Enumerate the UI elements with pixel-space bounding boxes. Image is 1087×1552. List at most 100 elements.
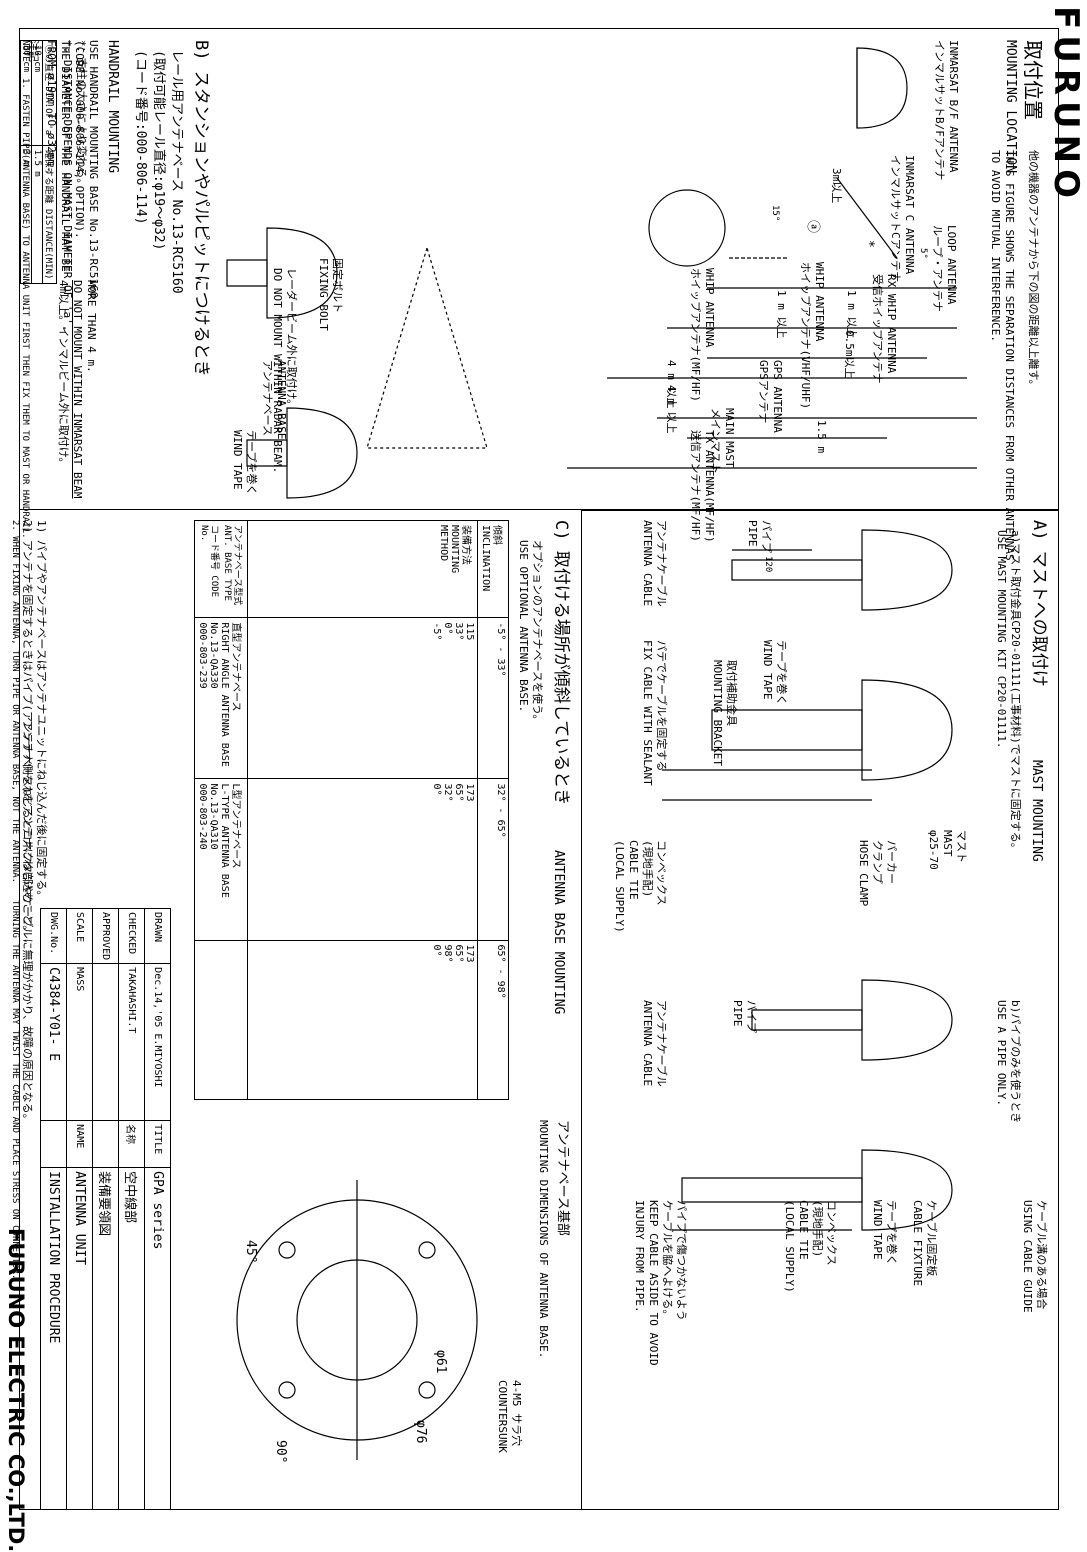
mast-diameter-label: φ25-70 <box>927 830 940 870</box>
blank-cell <box>40 1120 67 1168</box>
blank-cell <box>92 1120 119 1168</box>
handrail-en3: THE DIAMETER OF THE HANDRAIL MAY BE <box>59 40 72 272</box>
pipe-only-pipe-jp: パイプ <box>745 1000 758 1033</box>
base-hole-2 <box>419 1382 435 1398</box>
cable-guide-title-en: USING CABLE GUIDE <box>1021 1200 1034 1313</box>
cable-tie-label-jp2: (現地手配) <box>641 840 654 898</box>
pipe-only-title-jp: b)パイプのみを使うとき <box>1009 1000 1022 1124</box>
table-row: DWG.No. C4384-Y01- E INSTALLATION PROCED… <box>40 908 67 1510</box>
cable-guide-tape-en: WIND TAPE <box>871 1200 884 1260</box>
method-1-dim: 115 <box>464 622 475 641</box>
base-type-header: アンテナベース型式 ANT. BASE TYPE コード番号 CODE No. <box>194 520 248 618</box>
method-cell-1: 115 33° 0° -5° <box>247 617 478 779</box>
location-desc-en1: THIS FIGURE SHOWS THE SEPARATION DISTANC… <box>1003 150 1016 561</box>
mast-cable-label-en: ANTENNA CABLE <box>641 520 654 607</box>
mast-tape-label-jp: テープを巻く <box>775 640 788 706</box>
handrail-en1: USE HANDRAIL MOUNTING BASE No.13-RC5160 <box>87 40 100 299</box>
notes-jp1: 1) パイプやアンテナベースはアンテナユニットにねじ込んだ後に固定する。 <box>35 520 48 902</box>
antenna-dome-pipe <box>862 530 952 610</box>
base-hole-4 <box>279 1382 295 1398</box>
radar-beam-area <box>367 248 487 448</box>
base-type-cell-2: L型アンテナベース L-TYPE ANTENNA BASE No.13-QA31… <box>194 778 248 941</box>
cable-fixture-label-jp: ケーブル固定板 <box>925 1200 938 1277</box>
location-title-jp: 取付位置 <box>1021 40 1045 120</box>
cable-fixture-label-en: CABLE FIXTURE <box>911 1200 924 1287</box>
mast-bracket-label-jp: 取付補助金具 <box>725 660 738 726</box>
inclined-sub-en: USE OPTIONAL ANTENNA BASE. <box>517 540 530 713</box>
cable-guide-tie-jp2: (現地手配) <box>811 1200 824 1258</box>
base-type-1-jp: 直型アンテナベース <box>230 622 241 712</box>
name-en2: INSTALLATION PROCEDURE <box>40 1167 67 1510</box>
method-3-angle-a: 65° <box>453 944 464 963</box>
table-row: 10 cm 1.5 m <box>31 40 43 284</box>
loop-antenna-shape <box>649 190 725 266</box>
inclined-title-en: ANTENNA BASE MOUNTING <box>551 850 566 1015</box>
inmarsat-bf-dome <box>857 48 907 128</box>
base-hole-1 <box>419 1242 435 1258</box>
notes-en1-line: 1. FASTEN PIPE(ANTENNA BASE) TO ANTENNA … <box>20 78 30 539</box>
mast-a-en: USE MAST MOUNTING KIT CP20-01111. <box>995 530 1008 749</box>
method-1-angle-b: 0° <box>442 622 453 635</box>
mast-tape-label-en: WIND TAPE <box>761 640 774 700</box>
table-row: APPROVED 装備要領図 <box>92 908 119 1510</box>
mast-bracket-label-en: MOUNTING BRACKET <box>711 660 724 766</box>
handrail-title-en: HANDRAIL MOUNTING <box>105 40 120 174</box>
method-3-angle-c: 0° <box>431 944 442 957</box>
base-type-2-jp: L型アンテナベース <box>230 783 241 869</box>
cable-guide-tie-en1: CABLE TIE <box>797 1200 810 1260</box>
location-desc-en2: TO AVOID MUTUAL INTERFERENCE. <box>989 150 1002 343</box>
method-cell-2: 173 65° 32° 0° <box>247 778 478 941</box>
base-type-1-no: No.13-QA330 <box>208 622 219 689</box>
mast-mast-label-en: MAST <box>941 830 954 857</box>
method-3-dim: 173 <box>464 944 475 963</box>
name-en1: ANTENNA UNIT <box>66 1167 93 1510</box>
scale-label: SCALE <box>66 908 93 964</box>
injury-note-en1: KEEP CABLE ASIDE TO AVOID <box>647 1200 660 1366</box>
cable-tie-label-jp1: コンベックス <box>655 840 668 906</box>
antenna-dome-pipe-only <box>862 980 952 1060</box>
base-type-cell-1: 直型アンテナベース RIGHT ANGLE ANTENNA BASE No.13… <box>194 617 248 779</box>
inclined-sub-jp: オプションのアンテナベースを使う。 <box>531 540 544 726</box>
dwg-label: DWG.No. <box>40 908 67 964</box>
table-row: アンテナベース型式 ANT. BASE TYPE コード番号 CODE No. … <box>194 520 248 1100</box>
mast-dim-120: 120 <box>763 556 773 573</box>
drawn-label: DRAWN <box>144 908 171 964</box>
base-type-2-no: No.13-QA310 <box>208 783 219 850</box>
base-type-1-code: 000-803-239 <box>197 622 208 689</box>
mast-mast-label-jp: マスト <box>955 830 968 863</box>
base-type-2-code: 000-803-240 <box>197 783 208 850</box>
base-holes-label-jp: 4-M5 サラ穴 <box>510 1380 523 1447</box>
notes-en-label-line: NOTE <box>20 40 30 62</box>
mast-a-jp: a)マスト取付金具CP20-01111(工事材料)でマストに固定する。 <box>1009 530 1022 854</box>
notes-en2-line: 2. WHEN FIXING ANTENNA, TURN PIPE OR ANT… <box>10 520 20 884</box>
method-1-angle-c: -5° <box>431 622 442 641</box>
pipe-shape <box>732 560 862 580</box>
table-row: CHECKED TAKAHASHI.T 名称 空中線部 <box>118 908 145 1510</box>
method-cell-3: 173 65° 98° 0° <box>247 940 478 1100</box>
base-type-cell-3 <box>194 940 248 1100</box>
checked-value: TAKAHASHI.T <box>118 963 145 1121</box>
cable-guide-tie-jp1: コンベックス <box>825 1200 838 1266</box>
table-row: 傾斜 INCLINATION -5° - 33° 32° - 65° 65° -… <box>477 520 509 1100</box>
method-1-angle-a: 33° <box>453 622 464 641</box>
method-header: 装備方法 MOUNTING METHOD <box>247 520 478 618</box>
antenna-dome-2 <box>287 408 357 498</box>
handrail-diagram <box>197 28 397 510</box>
handrail-en4: FROM ø19mm TO ø32mm. <box>45 40 58 173</box>
location-diagram <box>87 28 987 510</box>
inclination-header: 傾斜 INCLINATION <box>477 520 509 618</box>
pipe-only-cable-jp: アンテナケーブル <box>655 1000 668 1087</box>
method-2-angle-a: 65° <box>453 783 464 802</box>
inmarsat-c-antenna <box>837 178 897 258</box>
antenna-dome-mast <box>862 680 952 780</box>
name-jp-label: 名称 <box>118 1120 145 1168</box>
mast-seal-label-en: FIX CABLE WITH SEALANT <box>641 640 654 786</box>
approved-value <box>92 963 119 1121</box>
table-row: 装備方法 MOUNTING METHOD 115 33° 0° -5° 173 … <box>247 520 478 1100</box>
base-dims-title-jp: アンテナベース基部 <box>555 1120 570 1236</box>
base-diagram <box>207 1140 507 1500</box>
injury-note-en2: INJURY FROM PIPE. <box>633 1200 646 1313</box>
approved-label: APPROVED <box>92 908 119 964</box>
hose-clamp-label-jp1: パーカー <box>885 840 898 884</box>
